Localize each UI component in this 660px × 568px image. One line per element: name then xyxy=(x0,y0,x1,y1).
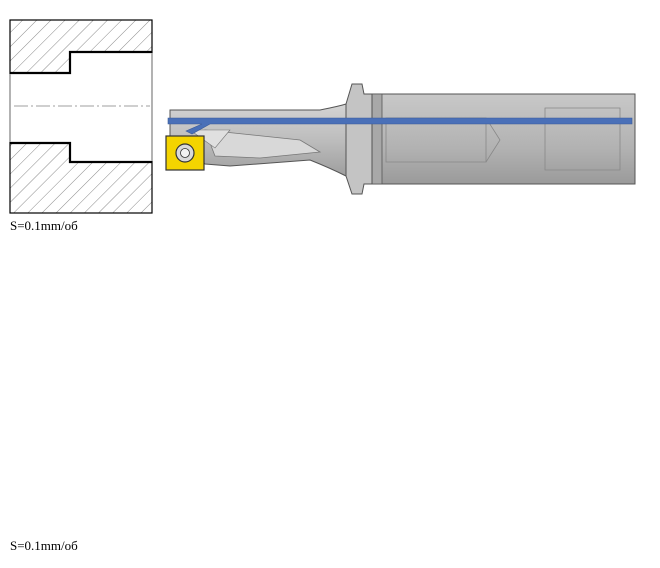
drill-top xyxy=(165,83,636,195)
workpiece-top xyxy=(9,19,153,214)
coolant-channel-top xyxy=(167,117,633,135)
feed-label-top: S=0.1mm/об xyxy=(10,218,78,233)
feed-label-bottom: S=0.1mm/об xyxy=(10,538,78,553)
cutting-insert-top xyxy=(165,135,205,171)
